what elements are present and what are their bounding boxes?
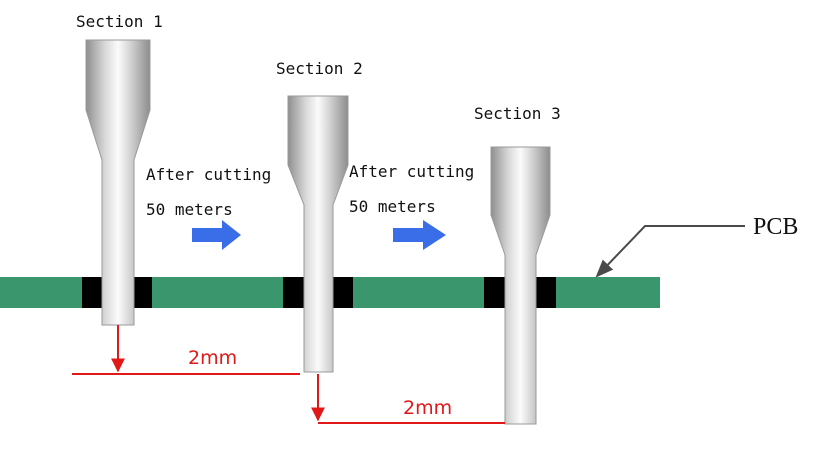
drill-bit-section-3 [490, 146, 551, 425]
drill-bit-section-1 [85, 39, 151, 326]
step-1-line-2: 50 meters [146, 200, 233, 219]
pcb-label: PCB [753, 214, 798, 240]
section-1-label: Section 1 [76, 12, 163, 31]
step-1-line-1: After cutting [146, 165, 271, 184]
dimension-2-label: 2mm [403, 397, 452, 419]
step-2-line-2: 50 meters [349, 197, 436, 216]
step-1-arrow-icon [192, 220, 241, 250]
section-2-label: Section 2 [276, 59, 363, 78]
step-2-arrow-icon [393, 220, 446, 250]
dimension-2 [311, 374, 505, 424]
step-2-line-1: After cutting [349, 162, 474, 181]
pcb-leader [595, 225, 745, 278]
drill-bit-section-2 [287, 95, 349, 373]
dimension-1 [72, 325, 300, 375]
section-3-label: Section 3 [474, 104, 561, 123]
dimension-1-label: 2mm [188, 347, 237, 369]
